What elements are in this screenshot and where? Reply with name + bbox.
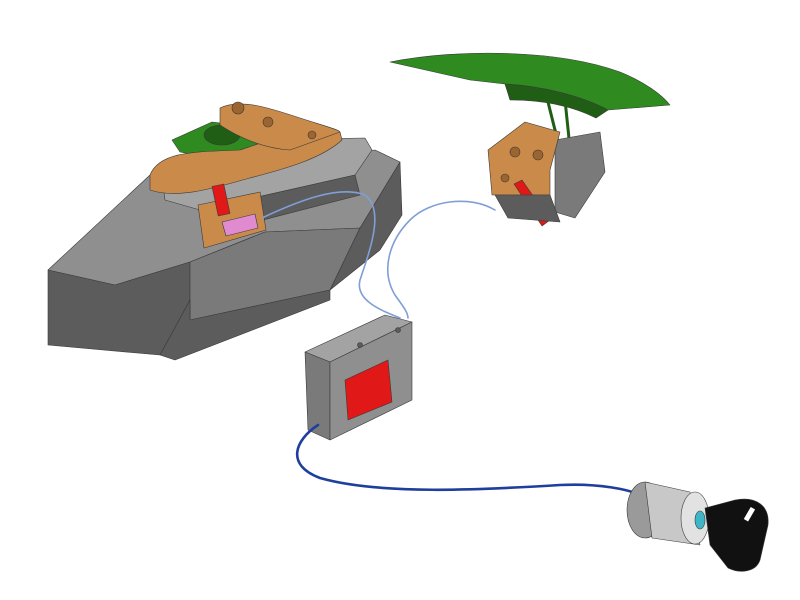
latch-red-pin xyxy=(211,183,231,217)
cable-solenoid-to-lock xyxy=(295,423,642,497)
bracket-back-plate xyxy=(554,131,606,219)
housing-right-face xyxy=(329,161,403,291)
lid-shell xyxy=(389,52,671,111)
latch-hole-icon xyxy=(262,116,274,128)
bracket-hole-icon xyxy=(532,149,544,161)
green-cover-lid xyxy=(389,52,671,152)
latch-pink-spring xyxy=(221,213,259,237)
solenoid-red-coil xyxy=(344,359,393,421)
latch-plate xyxy=(149,101,343,249)
solenoid-screw-icon xyxy=(395,327,401,333)
lid-latch-bracket xyxy=(487,121,606,227)
solenoid-actuator xyxy=(304,314,413,441)
solenoid-screw-icon xyxy=(357,342,363,348)
latch-hole-icon xyxy=(307,130,317,140)
cable-housing-to-solenoid xyxy=(261,191,401,319)
bracket-hole-icon xyxy=(500,173,510,183)
key-icon xyxy=(704,498,769,572)
key-slot-icon xyxy=(743,506,756,522)
cables xyxy=(261,191,642,497)
bracket-hole-icon xyxy=(509,146,521,158)
key-lock-cylinder xyxy=(626,481,769,572)
cable-bracket-to-solenoid xyxy=(387,200,496,319)
lid-underside xyxy=(504,83,609,119)
latch-pivot-icon xyxy=(231,101,245,115)
bracket-grey-foot xyxy=(494,194,561,223)
housing-bottom-step xyxy=(159,289,331,361)
cylinder-keyway-icon xyxy=(694,510,706,530)
